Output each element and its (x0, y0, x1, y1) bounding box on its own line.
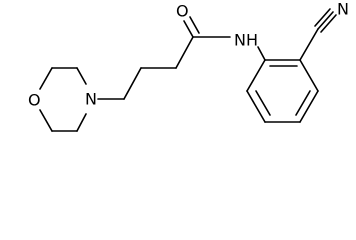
bond-ring-c2-n (76, 113, 87, 132)
bond-ring-b-c (299, 59, 319, 92)
carbonyl-oxygen-label: O (176, 2, 189, 21)
bond-ch2c-carbonyl (175, 36, 194, 69)
bond-ch2a-ch2b (123, 67, 142, 100)
bond-nitrile-3 (314, 8, 331, 27)
bond-carbonyl-o-outer (183, 20, 194, 38)
bond-nitrile-2 (320, 14, 337, 33)
bond-nitrile-1 (317, 11, 334, 30)
bond-ring-f-a (246, 59, 266, 92)
nitrile-nitrogen-label: N (337, 0, 349, 19)
structure-diagram: O NH N O N (28, 0, 349, 132)
butanoyl-chain (97, 16, 231, 100)
bond-ring-inner-2 (295, 90, 311, 116)
atom-labels: O NH N O N (28, 0, 349, 110)
bond-carbonyl-o-inner (189, 16, 200, 34)
amide-nh-label: NH (234, 31, 258, 50)
bond-ring-o-c1 (39, 109, 53, 132)
bond-ring-to-cn (299, 28, 319, 61)
ring-nitrogen-label: N (85, 90, 97, 109)
morpholine-ring (39, 67, 87, 132)
bond-ring-c4-o (39, 67, 53, 90)
cyanophenyl-ring (246, 8, 337, 123)
bond-ring-c-d (299, 90, 319, 123)
bond-ring-inner-3 (255, 90, 271, 116)
bond-ring-n-c3 (76, 67, 87, 85)
bond-nh-ring (257, 46, 266, 61)
bond-ring-e-f (246, 90, 266, 123)
ring-oxygen-label: O (28, 91, 41, 110)
